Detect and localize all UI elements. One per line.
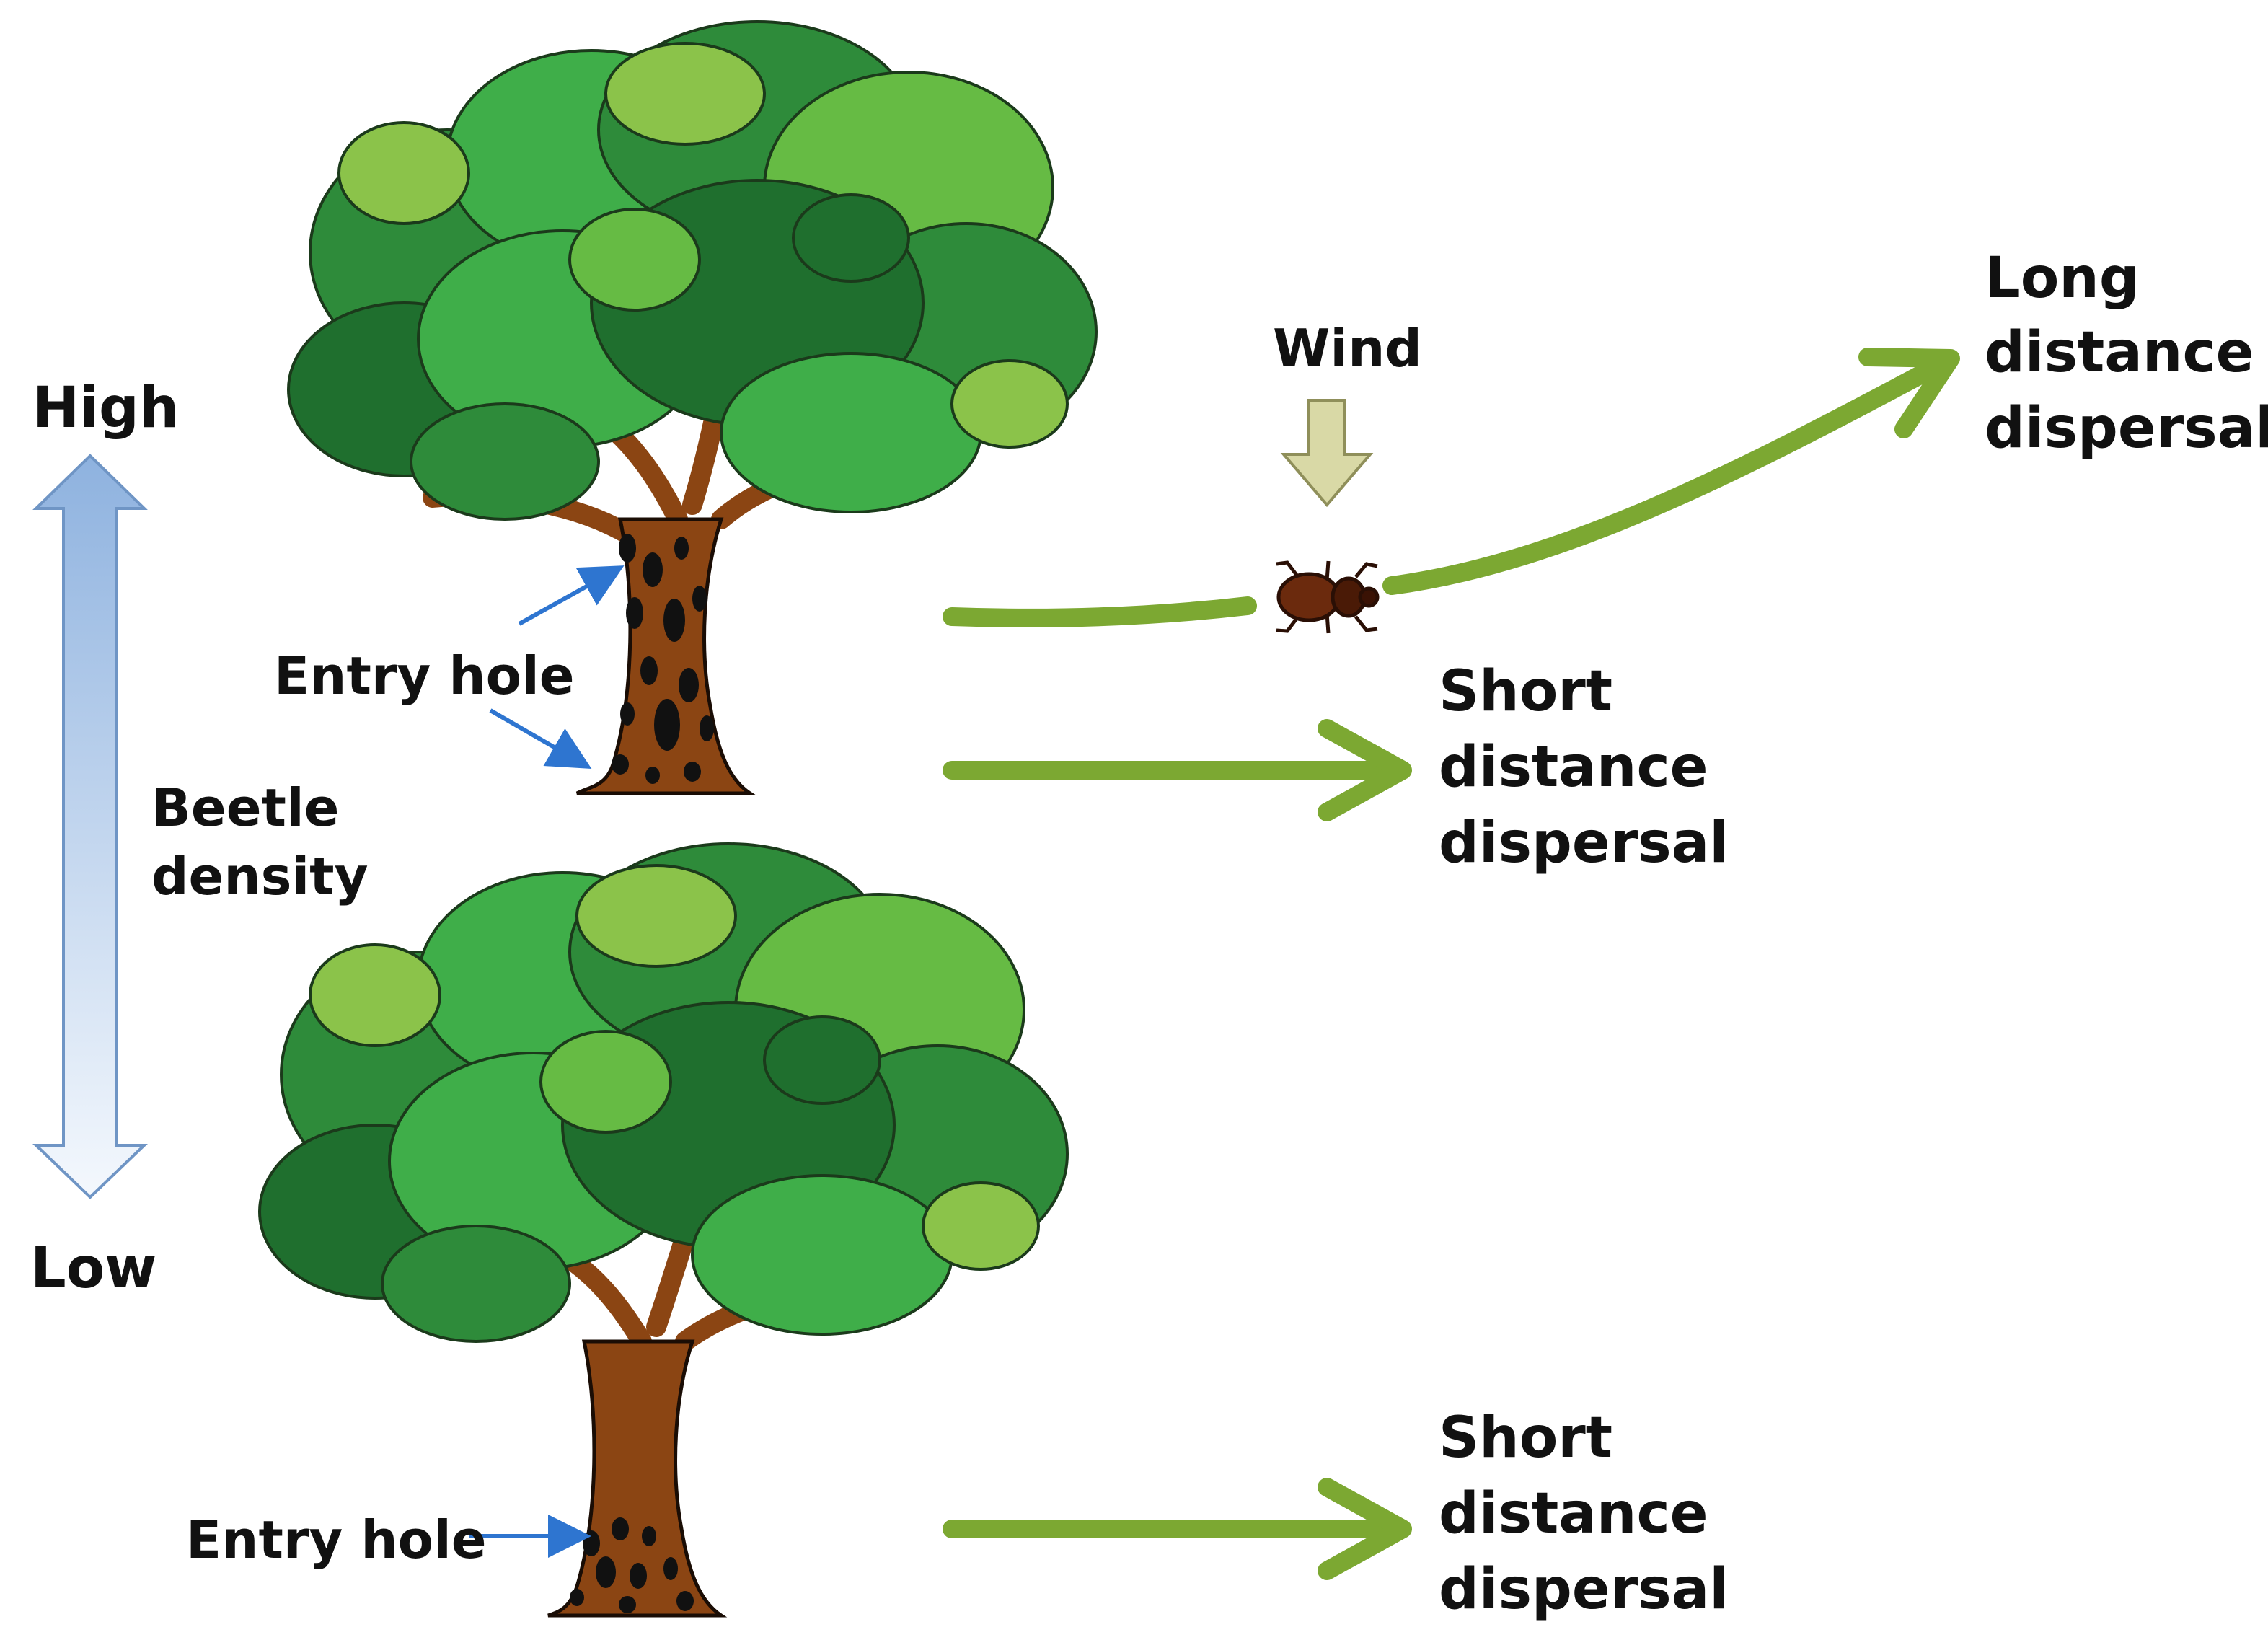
entry-hole-label-bottom: Entry hole [186,1509,487,1570]
short-dispersal-top-line1: Short [1439,659,1612,724]
density-title-line2: density [151,846,369,907]
short-distance-arrow-bottom [943,1478,1412,1580]
density-title-line1: Beetle [151,777,339,838]
short-dispersal-bottom-line1: Short [1439,1406,1612,1471]
wind-label: Wind [1273,318,1422,379]
density-low-label: Low [30,1236,156,1301]
density-double-arrow [32,454,148,1199]
wind-arrow [1280,399,1374,508]
short-distance-arrow-top [943,719,1412,821]
long-distance-arrow [943,348,1960,627]
short-dispersal-bottom-line2: distance [1439,1481,1708,1546]
long-dispersal-label: Long distance dispersal [1985,246,2268,461]
short-dispersal-top-line2: distance [1439,735,1708,800]
tree-high-density [287,20,1098,795]
short-dispersal-label-top: Short distance dispersal [1439,659,1729,876]
beetle-icon [1276,560,1380,634]
tree-low-density [258,842,1069,1618]
entry-hole-pointers-top [489,565,625,769]
short-dispersal-label-bottom: Short distance dispersal [1439,1406,1729,1622]
entry-hole-label-top: Entry hole [274,645,575,706]
long-dispersal-line1: Long [1985,246,2140,311]
long-dispersal-line3: dispersal [1985,396,2268,461]
short-dispersal-top-line3: dispersal [1439,811,1729,876]
long-dispersal-line2: distance [1985,320,2254,385]
density-high-label: High [32,376,179,441]
short-dispersal-bottom-line3: dispersal [1439,1557,1729,1622]
